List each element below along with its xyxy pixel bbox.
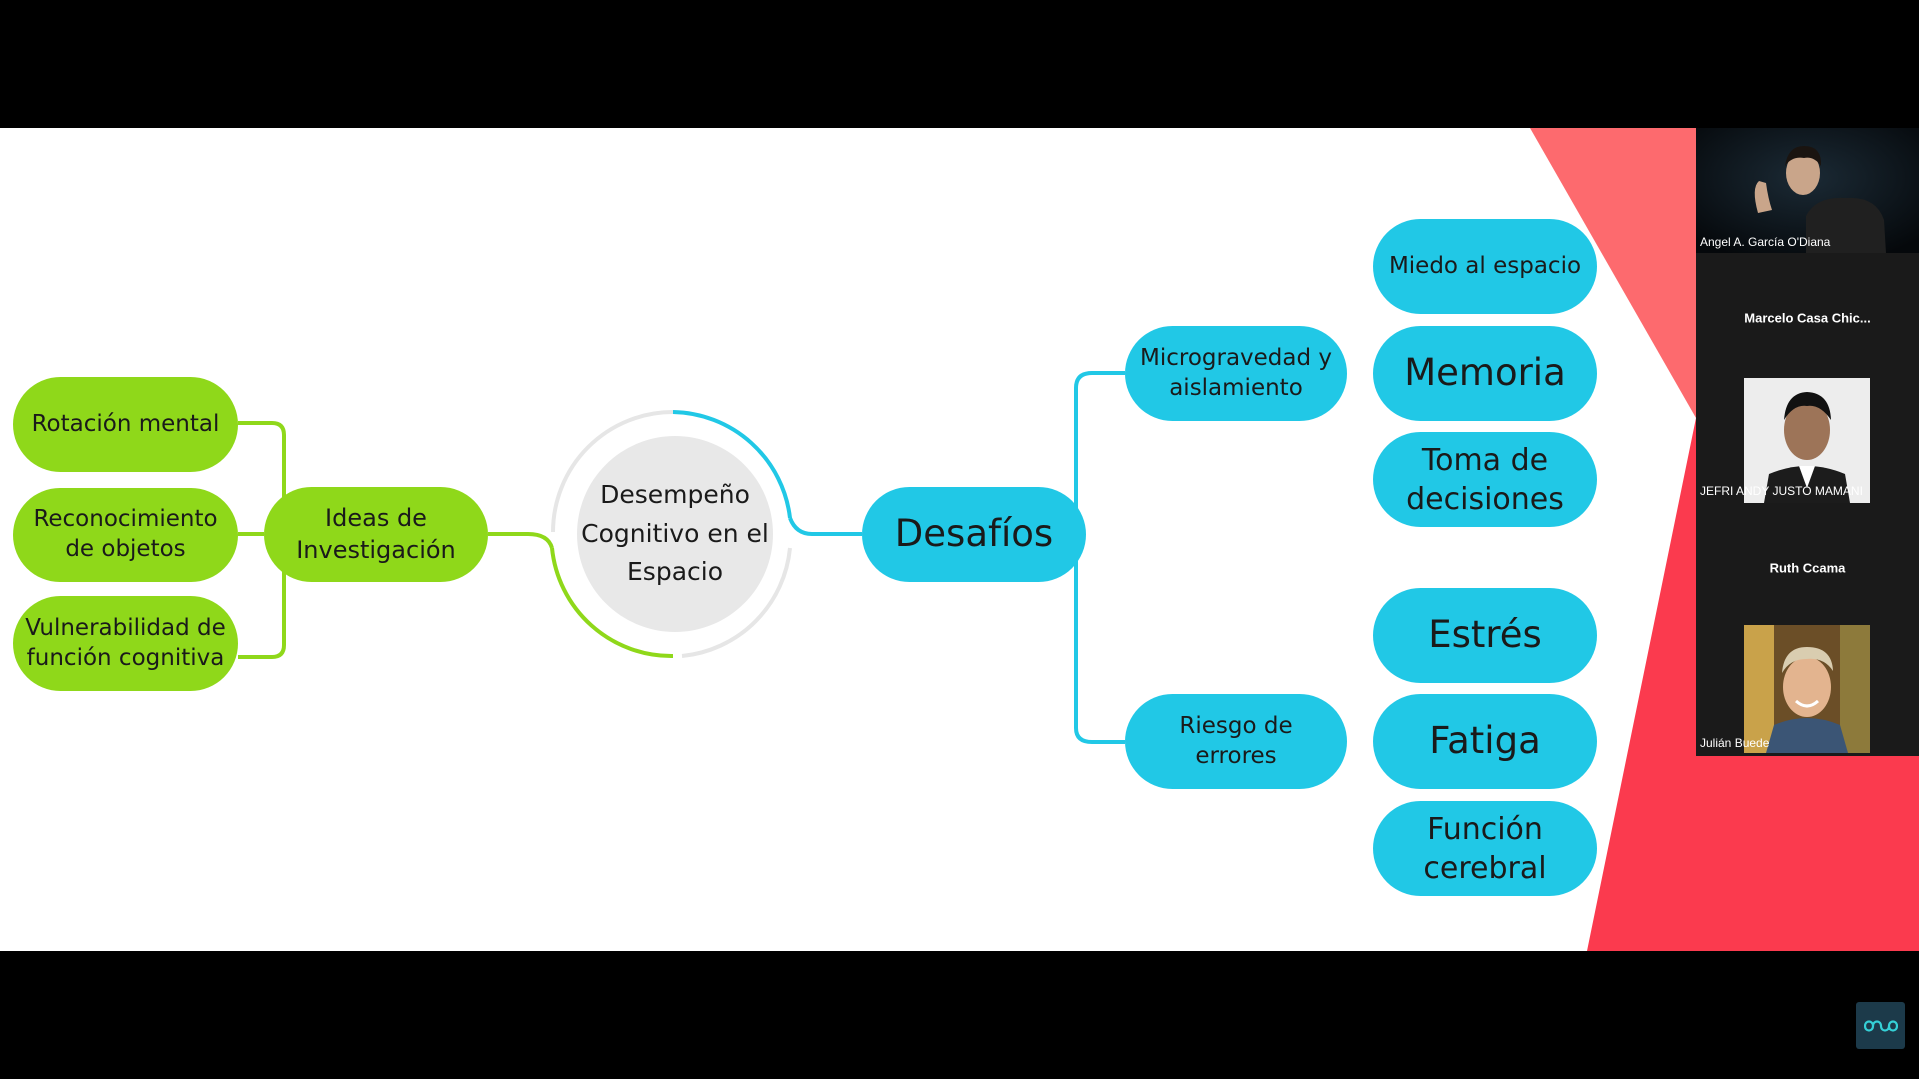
participant-photo [1744,378,1870,503]
node-reconocimiento-objetos: Reconocimiento de objetos [13,488,238,582]
participant-name: Angel A. García O'Diana [1700,235,1831,249]
participant-tile-julian[interactable]: Julián Buede [1696,625,1919,753]
node-fatiga: Fatiga [1373,694,1597,789]
participant-photo [1744,625,1870,753]
infinity-logo-glyph [1863,1019,1898,1032]
node-ideas-investigacion: Ideas de Investigación [264,487,488,582]
node-riesgo-errores: Riesgo de errores [1125,694,1347,789]
infinity-logo-icon[interactable] [1856,1002,1905,1049]
node-memoria: Memoria [1373,326,1597,421]
node-funcion-cerebral: Función cerebral [1373,801,1597,896]
node-miedo-espacio: Miedo al espacio [1373,219,1597,314]
red-decoration [1530,128,1919,951]
participant-tile-angel[interactable]: Angel A. García O'Diana [1696,128,1919,253]
node-vulnerabilidad: Vulnerabilidad de función cognitiva [13,596,238,691]
node-microgravedad: Microgravedad y aislamiento [1125,326,1347,421]
node-estres: Estrés [1373,588,1597,683]
node-toma-decisiones: Toma de decisiones [1373,432,1597,527]
participant-name: Marcelo Casa Chic... [1744,310,1871,326]
participant-tile-ruth[interactable]: Ruth Ccama [1696,503,1919,628]
participant-name: Julián Buede [1700,736,1770,750]
participant-tile-marcelo[interactable]: Marcelo Casa Chic... [1696,253,1919,378]
participant-name: JEFRI ANDY JUSTO MAMANI [1700,484,1863,498]
presentation-slide: Rotación mental Reconocimiento de objeto… [0,128,1919,951]
node-desafios: Desafíos [862,487,1086,582]
central-topic: Desempeño Cognitivo en el Espacio [577,436,773,632]
participant-name: Ruth Ccama [1769,560,1846,576]
participant-tile-jefri[interactable]: JEFRI ANDY JUSTO MAMANI [1696,378,1919,503]
mindmap-connectors [238,371,1125,744]
node-rotacion-mental: Rotación mental [13,377,238,472]
video-feed [1696,128,1919,253]
